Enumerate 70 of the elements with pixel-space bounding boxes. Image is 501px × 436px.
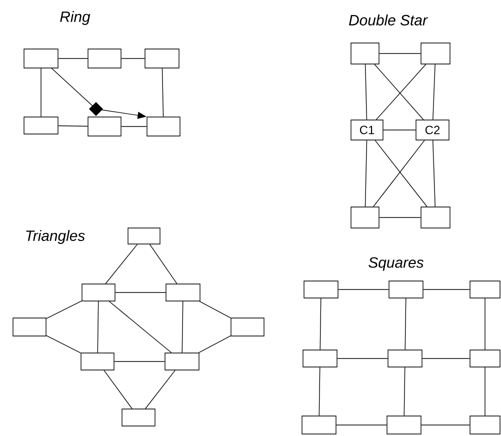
node-box — [350, 42, 380, 64]
node-box — [302, 416, 336, 434]
node-box — [88, 48, 122, 68]
connector-line — [364, 140, 368, 207]
node-box — [350, 206, 380, 228]
connector-line — [484, 366, 486, 416]
node-box — [144, 48, 180, 68]
node-box — [80, 352, 114, 370]
node-box — [166, 284, 200, 302]
connector-line — [40, 68, 42, 117]
connector-line — [432, 64, 436, 120]
connector-line — [198, 336, 231, 353]
node-box — [304, 280, 338, 298]
labelled-box: C1 — [350, 120, 384, 140]
connector-line — [149, 244, 178, 284]
connector-line — [336, 424, 387, 426]
section-heading: Squares — [368, 257, 424, 271]
connector-line — [115, 292, 166, 293]
labelled-box: C2 — [416, 120, 450, 140]
node-box — [128, 228, 160, 244]
connector-line — [379, 217, 421, 218]
node-box — [24, 116, 58, 134]
node-box — [420, 42, 450, 64]
connector-line — [108, 300, 172, 353]
node-box — [230, 318, 264, 336]
connector-line — [97, 300, 99, 353]
node-box — [388, 350, 422, 368]
connector-line — [338, 289, 389, 290]
connector-line — [58, 58, 88, 59]
node-box — [470, 350, 500, 368]
node-box — [386, 416, 422, 434]
connector-line — [422, 358, 470, 359]
connector-line — [105, 244, 138, 284]
connector-line — [404, 298, 406, 350]
node-box — [146, 116, 180, 136]
connector-line — [423, 289, 470, 290]
connector-line — [121, 58, 145, 59]
connector-line — [121, 126, 147, 127]
node-box — [164, 352, 200, 370]
node-box — [12, 318, 46, 336]
node-box — [470, 416, 500, 434]
node-box — [470, 280, 500, 298]
connector-line — [404, 366, 406, 416]
connector-line — [432, 140, 436, 207]
section-heading: Ring — [60, 11, 90, 25]
node-box — [88, 116, 122, 136]
node-box — [82, 284, 116, 302]
connector-line — [379, 53, 421, 54]
connector-line — [114, 361, 165, 362]
connector-line — [46, 335, 81, 354]
connector-line — [364, 64, 368, 120]
connector-line — [162, 68, 164, 117]
connector-line — [337, 358, 388, 359]
connector-line — [484, 298, 486, 350]
connector-line — [145, 370, 176, 409]
node-box — [388, 280, 424, 298]
connector-line — [182, 300, 184, 353]
node-box — [302, 350, 338, 368]
connector-line — [58, 125, 88, 127]
node-box — [122, 408, 156, 426]
connector-line — [46, 300, 82, 319]
connector-line — [199, 300, 231, 318]
section-heading: Double Star — [349, 14, 428, 26]
connector-line — [318, 366, 320, 416]
node-box — [420, 206, 450, 228]
section-heading: Triangles — [26, 230, 85, 244]
connector-line — [421, 424, 470, 426]
node-box — [24, 48, 58, 68]
connector-line — [320, 298, 322, 350]
connector-line — [104, 370, 132, 409]
